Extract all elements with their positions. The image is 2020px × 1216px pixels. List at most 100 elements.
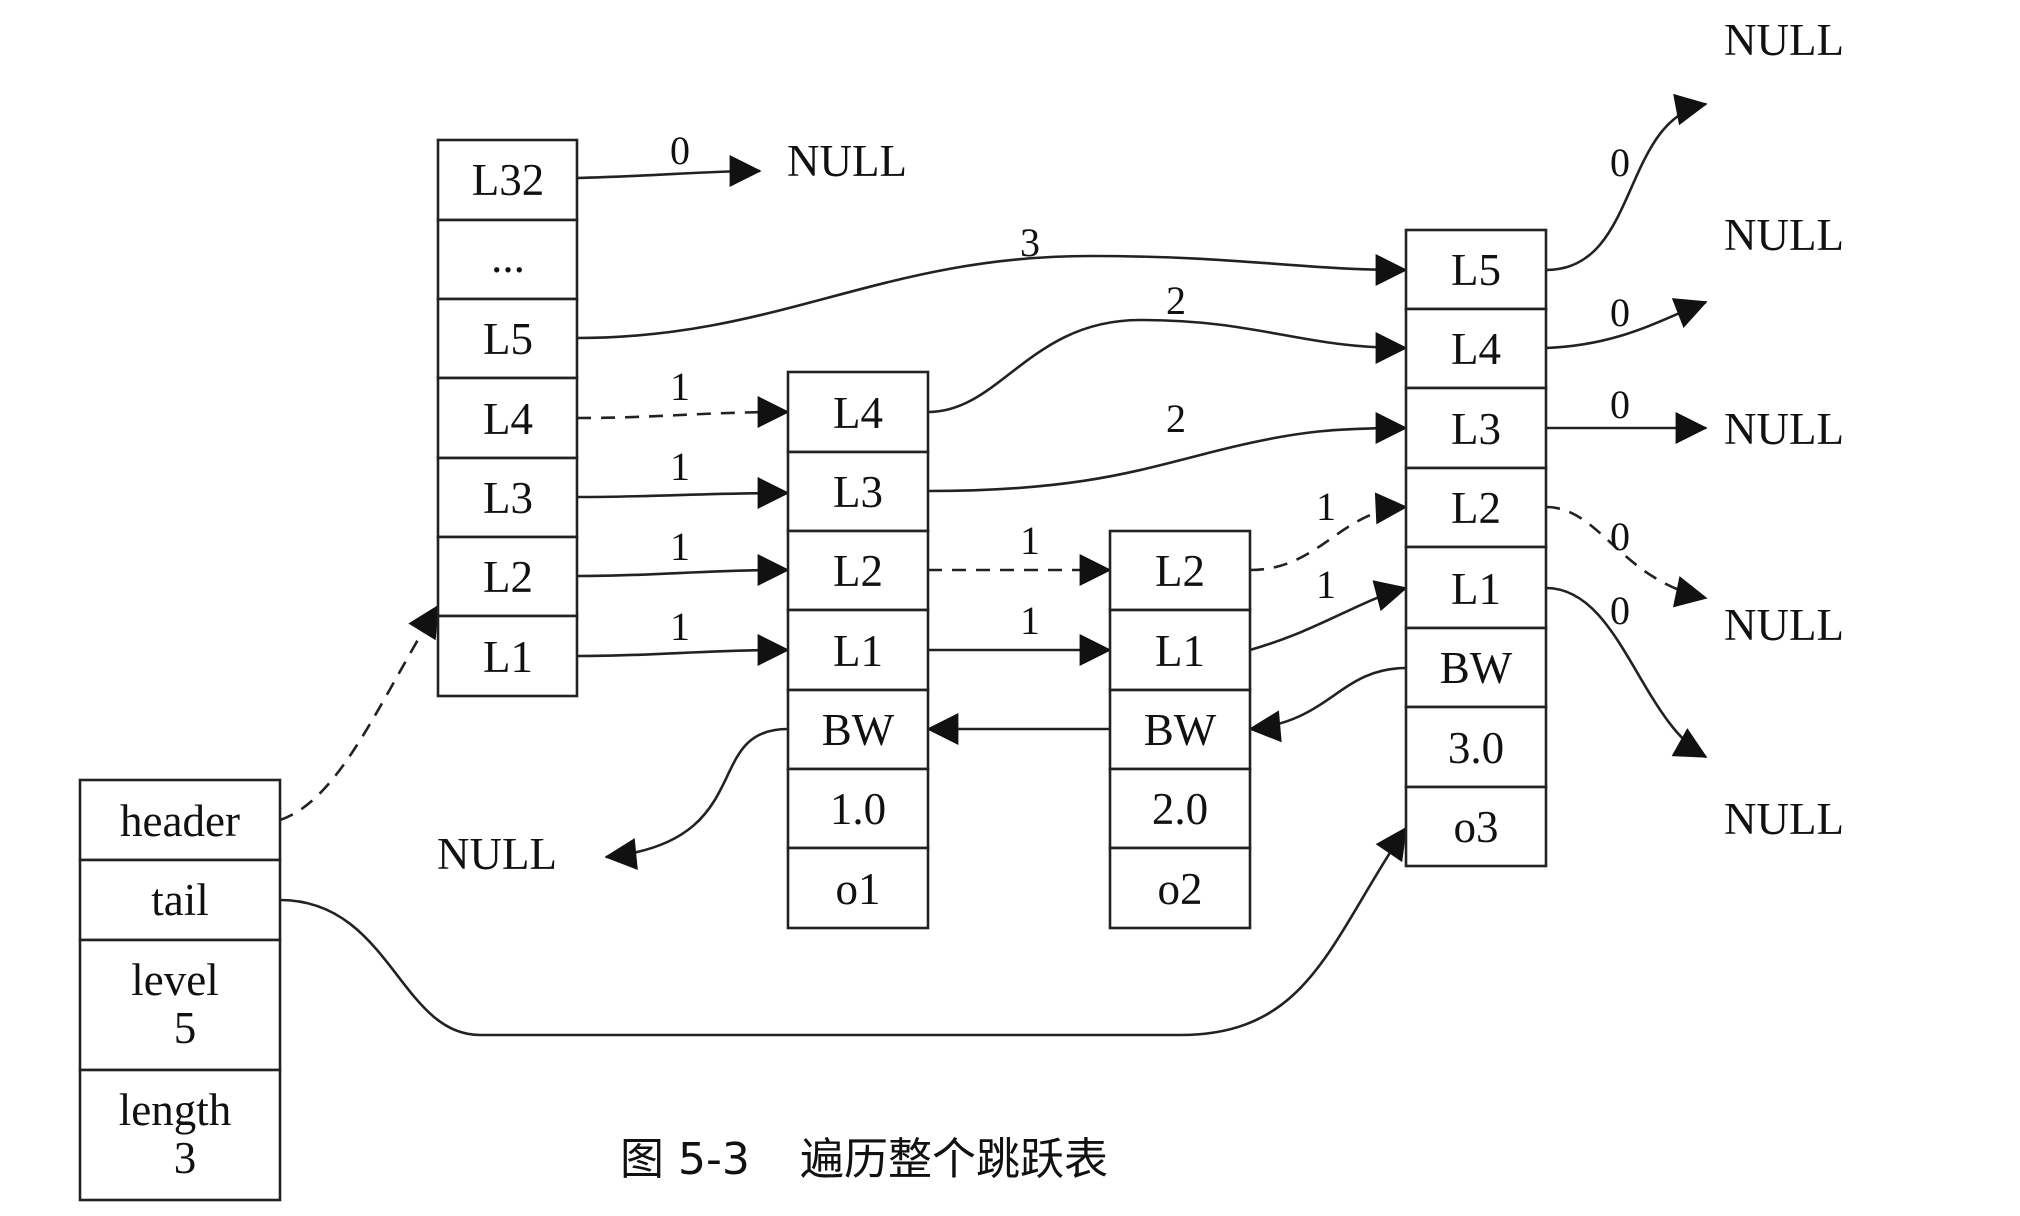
edge-node1-l3-node3 xyxy=(927,412,1408,493)
edge-node2-l1-node3 xyxy=(1249,580,1408,652)
span-label: 1 xyxy=(670,444,690,489)
span-label: 1 xyxy=(1020,598,1040,643)
span-label: 2 xyxy=(1166,396,1186,441)
list-header-label: header xyxy=(120,796,240,846)
node1-cell xyxy=(786,529,930,612)
span-label: 2 xyxy=(1166,278,1186,323)
figure-caption: 图 5-3 遍历整个跳跃表 xyxy=(620,1134,1108,1185)
node1-cell xyxy=(786,846,930,930)
span-label: 0 xyxy=(1610,382,1630,427)
null-label: NULL xyxy=(1724,404,1844,454)
node3-label: L1 xyxy=(1451,564,1501,614)
header-node-cell xyxy=(436,614,579,698)
span-label: 0 xyxy=(1610,588,1630,633)
span-label: 0 xyxy=(670,128,690,173)
node1-label: L3 xyxy=(833,467,883,517)
header-node-cell xyxy=(436,376,579,460)
node1: L4 L3 L2 L1 BW 1.0 o1 xyxy=(786,370,930,930)
span-label: 3 xyxy=(1020,220,1040,265)
node2: L2 L1 BW 2.0 o2 xyxy=(1108,529,1252,930)
list-level-cell xyxy=(78,938,282,1072)
node1-cell xyxy=(786,688,930,771)
edge-node3-l4-null xyxy=(1545,298,1708,350)
edge-node3-l2-null xyxy=(1545,505,1708,608)
node2-label: L1 xyxy=(1155,626,1205,676)
node3-cell xyxy=(1404,545,1548,630)
span-label: 1 xyxy=(670,524,690,569)
list-tail-label: tail xyxy=(151,875,208,925)
node3-label: L2 xyxy=(1451,483,1501,533)
span-label: 1 xyxy=(1020,518,1040,563)
edge-header-l1-node1 xyxy=(576,634,790,667)
list-length-label: length xyxy=(119,1085,231,1135)
node3-cell xyxy=(1404,466,1548,549)
node3: L5 L4 L3 L2 L1 BW 3.0 o3 xyxy=(1404,228,1548,868)
node3-label: 3.0 xyxy=(1448,723,1504,773)
edge-tail-pointer xyxy=(279,826,1408,1037)
node3-label: BW xyxy=(1440,643,1513,693)
node3-cell xyxy=(1404,307,1548,390)
node1-label: L1 xyxy=(833,626,883,676)
node2-cell xyxy=(1108,846,1252,930)
node3-cell xyxy=(1404,705,1548,789)
node2-label: 2.0 xyxy=(1152,784,1208,834)
node2-cell xyxy=(1108,767,1252,850)
edge-header-l4-node1 xyxy=(576,396,790,429)
header-node-label: L5 xyxy=(483,314,533,364)
node3-label: L3 xyxy=(1451,404,1501,454)
node1-cell xyxy=(786,450,930,533)
edge-node1-l4-node3 xyxy=(927,318,1408,414)
list-level-value: 5 xyxy=(174,1003,197,1053)
node2-label: L2 xyxy=(1155,546,1205,596)
span-labels: 0 3 1 1 1 1 2 2 1 1 1 1 0 0 0 0 0 xyxy=(670,128,1630,649)
null-label: NULL xyxy=(437,829,557,879)
span-label: 0 xyxy=(1610,514,1630,559)
span-label: 1 xyxy=(1316,562,1336,607)
node2-cell xyxy=(1108,688,1252,771)
node3-label: L5 xyxy=(1451,245,1501,295)
node2-label: o2 xyxy=(1158,864,1203,914)
edge-node3-l1-null xyxy=(1545,586,1708,759)
null-labels: NULL NULL NULL NULL NULL NULL NULL xyxy=(437,15,1844,879)
node2-cell xyxy=(1108,608,1252,692)
node1-label: 1.0 xyxy=(830,784,886,834)
header-node-cell xyxy=(436,218,579,301)
edge-header-pointer xyxy=(279,604,440,822)
edge-header-l32-null xyxy=(576,155,762,188)
node1-cell xyxy=(786,767,930,850)
node1-cell xyxy=(786,370,930,454)
node1-label: L4 xyxy=(833,388,883,438)
header-node-label: L2 xyxy=(483,552,533,602)
header-node: L32 ... L5 L4 L3 L2 L1 xyxy=(436,138,579,698)
null-label: NULL xyxy=(1724,794,1844,844)
span-label: 1 xyxy=(1316,484,1336,529)
edge-header-l2-node1 xyxy=(576,554,790,587)
node3-cell xyxy=(1404,228,1548,311)
edge-node2-l2-node3 xyxy=(1249,492,1408,572)
span-label: 1 xyxy=(670,364,690,409)
node1-label: o1 xyxy=(836,864,881,914)
list-level-label: level xyxy=(131,955,218,1005)
node1-label: L2 xyxy=(833,546,883,596)
edge-header-l5-node3 xyxy=(576,253,1408,340)
node2-cell xyxy=(1108,529,1252,612)
node1-label: BW xyxy=(822,705,895,755)
list-length-value: 3 xyxy=(174,1133,197,1183)
header-node-cell xyxy=(436,456,579,539)
null-label: NULL xyxy=(1724,600,1844,650)
null-label: NULL xyxy=(1724,210,1844,260)
span-label: 0 xyxy=(1610,290,1630,335)
node3-label: o3 xyxy=(1454,802,1499,852)
caption-number: 图 5-3 xyxy=(620,1134,750,1185)
header-node-label: L4 xyxy=(483,394,533,444)
edge-node3-l5-null xyxy=(1545,93,1708,272)
list-struct: header tail level 5 length 3 xyxy=(78,778,282,1202)
caption-title: 遍历整个跳跃表 xyxy=(800,1134,1108,1185)
header-node-label: ... xyxy=(491,232,525,282)
edge-node3-bw-node2 xyxy=(1248,666,1407,743)
header-node-label: L1 xyxy=(483,632,533,682)
node2-label: BW xyxy=(1144,705,1217,755)
node3-cell xyxy=(1404,386,1548,470)
span-label: 0 xyxy=(1610,140,1630,185)
